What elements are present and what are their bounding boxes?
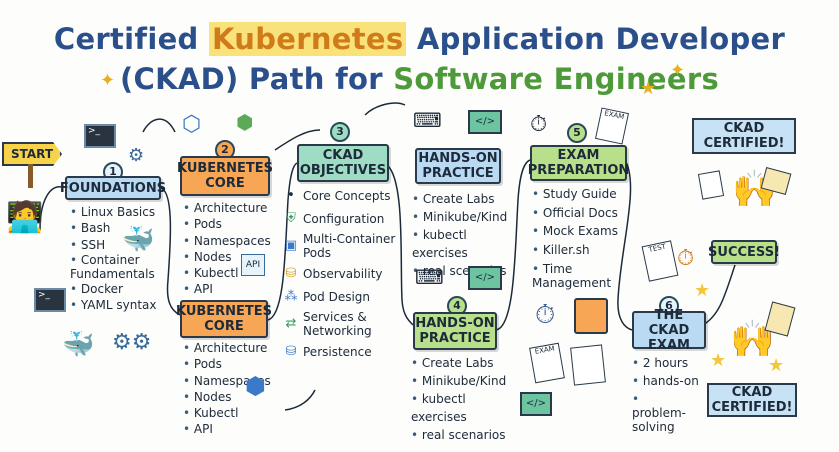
list-item: kubectl exercises bbox=[412, 226, 522, 262]
list-item: Kubectl bbox=[183, 405, 273, 421]
list-item: API bbox=[183, 421, 273, 437]
list-item: Create Labs bbox=[411, 354, 521, 372]
ckad-objectives-box: CKAD OBJECTIVES bbox=[297, 144, 389, 182]
list-item: •Core Concepts bbox=[287, 188, 391, 203]
database-search-icon: ⛁ bbox=[285, 266, 297, 281]
list-item: ⇄Services & Networking bbox=[285, 310, 372, 338]
ckad-exam-list: 2 hours hands-on problem-solving bbox=[632, 354, 712, 434]
step-number: 5 bbox=[567, 123, 587, 143]
docker-whale-icon: 🐳 bbox=[62, 330, 95, 360]
star-icon: ★ bbox=[710, 350, 727, 371]
star-icon: ★ bbox=[694, 280, 711, 301]
gears-icon: ⚙⚙ bbox=[112, 330, 152, 355]
success-box: SUCCESS! bbox=[708, 240, 780, 264]
list-item: Time Management bbox=[532, 259, 632, 290]
list-item: Pods bbox=[183, 356, 273, 372]
exam-preparation-box: EXAM PREPARATION bbox=[528, 145, 629, 181]
list-item: Namespaces bbox=[183, 233, 273, 249]
list-item: ⛁Observability bbox=[285, 266, 383, 281]
list-item: Container Fundamentals bbox=[70, 253, 170, 281]
hands-on-practice-box: HANDS-ON PRACTICE bbox=[415, 148, 501, 184]
developer-laptop-icon: 🧑‍💻 bbox=[6, 200, 44, 235]
list-item: Nodes bbox=[183, 389, 273, 405]
list-item: Minikube/Kind bbox=[412, 208, 522, 226]
start-sign: START bbox=[2, 142, 62, 166]
the-ckad-exam-box: THE CKAD EXAM bbox=[632, 308, 706, 353]
list-item: Killer.sh bbox=[532, 241, 632, 260]
list-item: Nodes bbox=[183, 249, 273, 265]
laptop-code-icon: </> bbox=[520, 392, 552, 416]
star-icon: ★ bbox=[768, 355, 785, 376]
list-item: kubectl exercises bbox=[411, 390, 521, 426]
code-monitor-icon: </> bbox=[468, 266, 502, 290]
list-item: ⁂Pod Design bbox=[284, 289, 371, 304]
cube-icon: ⬢ bbox=[236, 110, 254, 134]
list-item: Kubectl bbox=[183, 265, 273, 281]
step-number: 3 bbox=[330, 122, 350, 142]
sign-post bbox=[28, 164, 33, 188]
list-item: SSH bbox=[70, 237, 170, 253]
list-item: YAML syntax bbox=[70, 297, 170, 313]
list-item: Study Guide bbox=[532, 185, 632, 204]
foundations-box: FOUNDATIONS bbox=[60, 176, 166, 200]
foundations-list: Linux Basics Bash SSH Container Fundamen… bbox=[70, 204, 170, 313]
list-item: ⛁Persistence bbox=[285, 344, 372, 359]
pod-network-icon: ⁂ bbox=[284, 289, 298, 304]
objectives-list: •Core Concepts ⛨Configuration ▣Multi-Con… bbox=[284, 184, 409, 363]
list-item: Mock Exams bbox=[532, 222, 632, 241]
list-item: real scenarios bbox=[411, 426, 521, 444]
api-icon: API bbox=[241, 254, 265, 276]
kubernetes-core-list: Architecture Pods Namespaces Nodes Kubec… bbox=[183, 200, 273, 298]
list-item: Minikube/Kind bbox=[411, 372, 521, 390]
certificate-icon bbox=[697, 170, 725, 200]
list-item: ▣Multi-Container Pods bbox=[284, 232, 396, 260]
list-item: hands-on bbox=[632, 372, 712, 390]
sparkle-icon: ✦ bbox=[670, 60, 686, 81]
list-item: ⛨Configuration bbox=[284, 207, 409, 230]
kubernetes-core-list-2: Architecture Pods Namespaces Nodes Kubec… bbox=[183, 340, 273, 438]
list-item: Architecture bbox=[183, 340, 273, 356]
ckad-certified-ribbon: CKAD CERTIFIED! bbox=[692, 118, 796, 154]
list-item: 2 hours bbox=[632, 354, 712, 372]
cluster-nodes-icon: ⬡ bbox=[182, 112, 202, 137]
terminal-icon: >_ bbox=[34, 288, 66, 312]
document-icon bbox=[570, 344, 606, 386]
hands-on-list-2: Create Labs Minikube/Kind kubectl exerci… bbox=[411, 354, 521, 444]
kubernetes-core-box: KUBERNETES CORE bbox=[177, 156, 273, 196]
exam-prep-list: Study Guide Official Docs Mock Exams Kil… bbox=[532, 185, 632, 290]
keyboard-icon: ⌨ bbox=[415, 265, 444, 289]
star-icon: ★ bbox=[640, 78, 657, 99]
stopwatch-icon: ⏱ bbox=[677, 246, 695, 271]
list-item: Linux Basics bbox=[70, 204, 170, 220]
kubernetes-core-box-2: KUBERNETES CORE bbox=[176, 300, 272, 338]
containers-icon: ▣ bbox=[284, 238, 298, 253]
keyboard-icon: ⌨ bbox=[413, 108, 442, 132]
database-icon: ⛁ bbox=[285, 344, 297, 359]
list-item: Pods bbox=[183, 216, 273, 232]
list-item: Namespaces bbox=[183, 373, 273, 389]
list-item: Docker bbox=[70, 281, 170, 297]
gear-icon: ⚙ bbox=[128, 145, 145, 166]
network-cubes-icon: ⬢ bbox=[245, 372, 266, 400]
shield-icon: ⛨ bbox=[286, 211, 296, 226]
list-item: Bash bbox=[70, 220, 170, 236]
sparkle-icon: ✦ bbox=[100, 70, 116, 91]
list-item: Architecture bbox=[183, 200, 273, 216]
title-line-2: (CKAD) Path for Software Engineers bbox=[119, 62, 720, 96]
stopwatch-icon: ⏱ bbox=[535, 300, 556, 330]
ckad-certified-ribbon-bottom: CKAD CERTIFIED! bbox=[707, 383, 797, 417]
book-icon bbox=[574, 298, 608, 334]
terminal-icon: >_ bbox=[84, 124, 116, 148]
exam-paper-icon: EXAM bbox=[529, 342, 565, 384]
code-monitor-icon: </> bbox=[468, 110, 502, 134]
arrows-icon: ⇄ bbox=[285, 316, 297, 331]
list-item: Create Labs bbox=[412, 190, 522, 208]
hands-on-practice-box-2: HANDS-ON PRACTICE bbox=[413, 312, 497, 350]
title-line-1: Certified Kubernetes Application Develop… bbox=[53, 22, 786, 56]
stopwatch-icon: ⏱ bbox=[530, 112, 548, 137]
list-item: API bbox=[183, 281, 273, 297]
list-item: problem-solving bbox=[632, 390, 694, 434]
list-item: Official Docs bbox=[532, 204, 632, 223]
